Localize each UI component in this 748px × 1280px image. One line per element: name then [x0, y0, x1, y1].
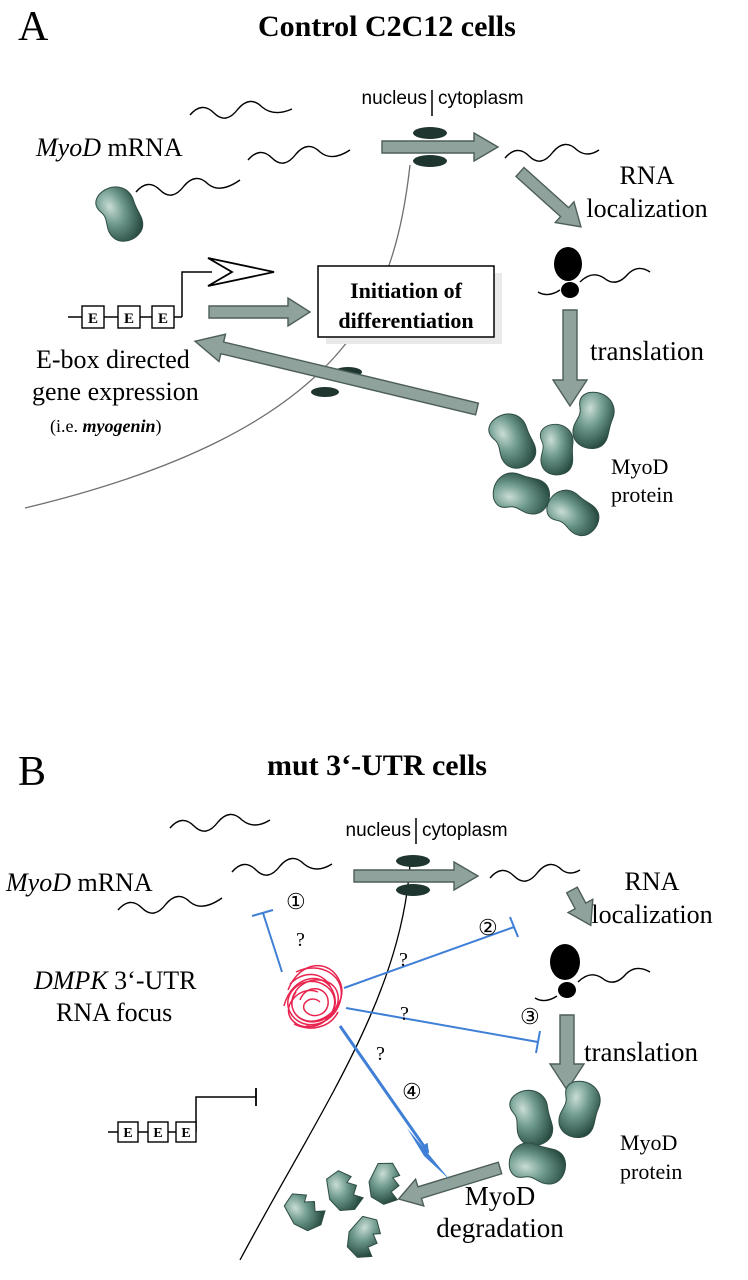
- translation-arrow-b: [548, 1014, 586, 1092]
- myod-mrna-label-a: MyoD mRNA: [35, 133, 183, 162]
- mrna-squiggle-b2: [231, 857, 333, 876]
- ebox-letter-a2: E: [124, 311, 134, 327]
- ebox-promoter-a: [68, 257, 275, 329]
- step-2-marker: ②: [478, 915, 498, 940]
- inhibition-1: [251, 909, 283, 973]
- rna-focus: [283, 965, 343, 1029]
- mrna-squiggle-a2: [247, 145, 351, 164]
- panel-a-letter: A: [18, 4, 49, 50]
- initiation-box: [317, 265, 502, 344]
- protein-label-a-line1: MyoD: [611, 454, 668, 479]
- nuclear-pore-a1: [413, 127, 447, 167]
- initiation-label-line2: differentiation: [338, 308, 473, 333]
- degraded-protein-1: [320, 1165, 367, 1217]
- ebox-promoter-b: [108, 1088, 257, 1143]
- myod-protein-a3: [537, 422, 577, 477]
- cytoplasm-label-b: cytoplasm: [422, 820, 508, 841]
- myod-protein-b2: [555, 1078, 604, 1142]
- protein-label-b-line1: MyoD: [620, 1130, 677, 1155]
- myod-protein-b1: [504, 1084, 560, 1152]
- export-arrow-a: [381, 131, 500, 163]
- mrna-squiggle-a4: [504, 143, 600, 162]
- nucleus-label-b: nucleus: [346, 820, 412, 841]
- initiation-label-line1: Initiation of: [350, 278, 463, 303]
- degradation-label-line2: degradation: [436, 1213, 564, 1243]
- protein-label-a-line2: protein: [611, 482, 673, 507]
- myod-protein-bound-a: [89, 179, 152, 248]
- nucleus-label-a: nucleus: [362, 88, 428, 109]
- ribosome-a: [537, 247, 651, 298]
- dmpk-label-line1: DMPK 3‘-UTR: [33, 966, 197, 995]
- myod-protein-a1: [482, 406, 545, 475]
- panel-b-letter: B: [18, 749, 46, 795]
- nuclear-envelope-b: [239, 864, 411, 1261]
- translation-arrow-a: [551, 309, 589, 408]
- export-arrow-b: [353, 860, 480, 892]
- ebox-label-line2: gene expression: [32, 377, 199, 406]
- ebox-letter-b3: E: [181, 1126, 190, 1141]
- myogenin-label: (i.e. myogenin): [50, 416, 162, 437]
- mrna-squiggle-b4: [489, 863, 581, 882]
- step-1-marker: ①: [286, 889, 306, 914]
- protein-label-b-line2: protein: [620, 1159, 682, 1184]
- dmpk-label-line2: RNA focus: [56, 998, 172, 1027]
- nuclear-envelope-a: [24, 164, 411, 509]
- degraded-protein-3: [278, 1184, 331, 1239]
- ebox-letter-a1: E: [88, 311, 98, 327]
- step-3-marker: ③: [520, 1004, 540, 1029]
- degraded-protein-2: [363, 1158, 407, 1208]
- panel-a-title: Control C2C12 cells: [258, 10, 516, 43]
- ebox-letter-a3: E: [158, 311, 168, 327]
- return-arrow-a: [193, 333, 480, 416]
- question-mark-4: ?: [376, 1043, 385, 1065]
- ebox-letter-b2: E: [153, 1126, 162, 1141]
- mrna-squiggle-b3: [117, 895, 223, 914]
- ribosome-b: [534, 944, 651, 1002]
- mrna-squiggle-a1: [189, 100, 293, 119]
- inhibition-2: [343, 916, 519, 989]
- degradation-arrow: [397, 1161, 503, 1207]
- rna-label-b: RNA: [625, 867, 680, 896]
- localization-arrow-b: [565, 886, 594, 927]
- rna-label-a: RNA: [620, 161, 675, 190]
- myod-mrna-label-b: MyoD mRNA: [5, 868, 153, 897]
- localization-label-a: localization: [586, 194, 707, 223]
- panel-b-title: mut 3‘-UTR cells: [267, 749, 487, 782]
- initiation-arrow: [208, 296, 312, 328]
- cytoplasm-label-a: cytoplasm: [438, 88, 524, 109]
- myod-protein-a2: [569, 389, 618, 453]
- inhibition-3: [345, 1007, 541, 1054]
- question-mark-1: ?: [296, 929, 305, 951]
- degradation-promotion-4: [338, 1025, 450, 1180]
- translation-label-b: translation: [584, 1037, 698, 1067]
- localization-arrow-a: [514, 166, 582, 228]
- myod-protein-a4: [490, 469, 554, 518]
- degraded-protein-4: [339, 1210, 390, 1264]
- ebox-label-line1: E-box directed: [36, 345, 190, 374]
- myod-protein-b3: [506, 1139, 570, 1188]
- mrna-squiggle-b1: [169, 813, 271, 832]
- question-mark-3: ?: [400, 1003, 409, 1025]
- localization-label-b: localization: [591, 900, 712, 929]
- degradation-label-line1: MyoD: [465, 1181, 536, 1211]
- step-4-marker: ④: [402, 1079, 422, 1104]
- ebox-letter-b1: E: [123, 1126, 132, 1141]
- translation-label-a: translation: [590, 336, 704, 366]
- nuclear-pore-b: [396, 855, 430, 896]
- myod-protein-a5: [540, 483, 607, 542]
- question-mark-2: ?: [399, 949, 408, 971]
- mrna-squiggle-a3: [135, 177, 241, 196]
